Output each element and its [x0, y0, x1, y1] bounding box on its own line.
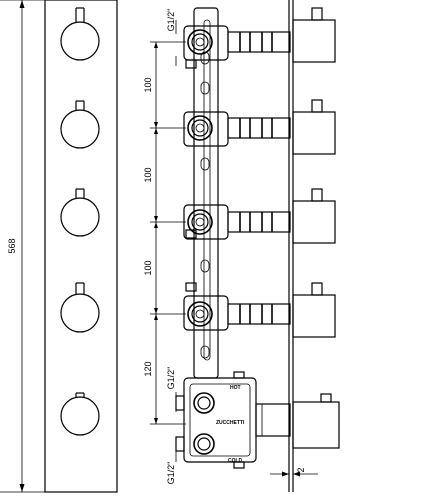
cold-label: COLD: [228, 458, 243, 464]
mixer-body: HOT ZUCCHETTI COLD: [175, 371, 291, 469]
knob-4: [60, 282, 100, 333]
valve-unit-4: [183, 295, 229, 331]
handle-4: [292, 282, 336, 338]
overall-height-dimension: [0, 0, 45, 493]
spacing-dimensions: [150, 20, 186, 462]
overall-height-label: 568: [7, 238, 17, 253]
handle-3: [292, 188, 336, 244]
manifold-bar: [193, 7, 219, 379]
knob-3: [60, 188, 100, 237]
offset-label: 2: [296, 467, 306, 472]
handle-1: [292, 7, 336, 63]
thread-label-bottom: G1/2": [166, 462, 176, 485]
spacing-label-4: 120: [143, 361, 153, 376]
hot-label: HOT: [230, 385, 241, 391]
plate-outline: [44, 0, 118, 493]
knob-2: [60, 100, 100, 149]
brand-label: ZUCCHETTI: [216, 420, 245, 426]
handles: [292, 7, 340, 449]
valve-unit-2: [183, 111, 229, 147]
valve-body: HOT ZUCCHETTI COLD: [175, 7, 291, 469]
spacing-label-2: 100: [143, 167, 153, 182]
offset-dimension: [270, 471, 318, 477]
knob-1: [60, 7, 100, 61]
spacing-label-3: 100: [143, 260, 153, 275]
thread-label-mid: G1/2": [166, 367, 176, 390]
handle-2: [292, 99, 336, 155]
extension-sleeves: [227, 31, 291, 325]
front-plate: [44, 0, 118, 493]
valve-unit-3: [183, 204, 229, 240]
thread-label-top: G1/2": [166, 9, 176, 32]
spacing-label-1: 100: [143, 77, 153, 92]
handle-5: [292, 393, 340, 449]
knob-5: [60, 392, 100, 436]
valve-unit-1: [183, 25, 229, 61]
wall-lines: [288, 0, 294, 492]
